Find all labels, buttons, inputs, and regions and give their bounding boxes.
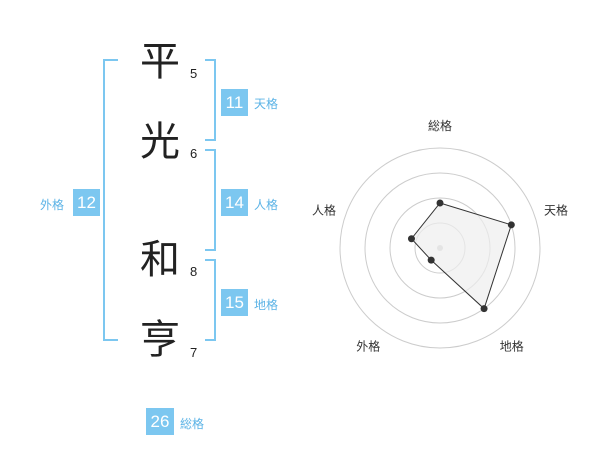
radar-ring [339, 147, 541, 349]
radar-point-5 [407, 235, 415, 243]
chikaku-badge: 15 [221, 289, 248, 316]
radar-point-2 [507, 221, 515, 229]
jinkaku-bracket [205, 149, 216, 251]
radar-point-1 [436, 199, 444, 207]
radar-axis-label-1: 総格 [428, 118, 452, 133]
stroke-count-4: 7 [190, 345, 198, 360]
stroke-count-1: 5 [190, 66, 198, 81]
gaikaku-badge: 12 [73, 189, 100, 216]
name-char-2: 光 [140, 119, 180, 165]
gaikaku-label: 外格 [40, 198, 65, 212]
name-char-4: 亨 [140, 317, 180, 363]
radar-ring [364, 172, 516, 324]
stroke-count-2: 6 [190, 146, 198, 161]
chikaku-bracket [205, 259, 216, 341]
radar-axis-label-4: 外格 [356, 339, 380, 354]
radar-axis-label-2: 天格 [544, 202, 568, 217]
name-char-1: 平 [140, 39, 180, 85]
tenkaku-badge: 11 [221, 89, 248, 116]
soukaku-label: 総格 [180, 417, 205, 431]
radar-point-3 [480, 305, 488, 313]
soukaku-badge: 26 [146, 408, 174, 435]
tenkaku-label: 天格 [254, 97, 279, 111]
radar-polygon [410, 202, 512, 310]
jinkaku-label: 人格 [254, 198, 279, 212]
tenkaku-bracket [205, 59, 216, 141]
jinkaku-badge: 14 [221, 189, 248, 216]
radar-points [407, 199, 515, 313]
chikaku-label: 地格 [254, 298, 279, 312]
name-char-3: 和 [140, 237, 180, 283]
radar-axis-label-3: 地格 [500, 339, 524, 354]
radar-point-4 [427, 256, 435, 264]
radar-axis-label-5: 人格 [312, 202, 336, 217]
gaikaku-bracket [103, 59, 118, 341]
stroke-count-3: 8 [190, 264, 198, 279]
